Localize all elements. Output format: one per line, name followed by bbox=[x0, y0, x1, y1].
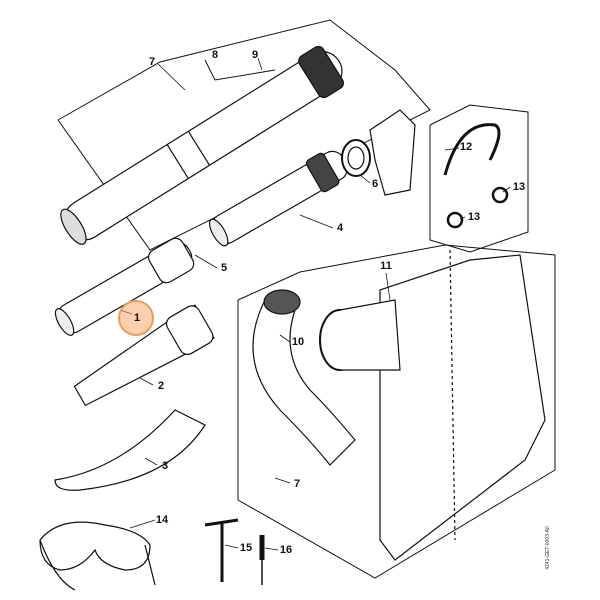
label-5[interactable]: 5 bbox=[220, 262, 228, 274]
label-10[interactable]: 10 bbox=[291, 336, 305, 348]
label-7-top[interactable]: 7 bbox=[148, 56, 156, 68]
frame-group-12-13 bbox=[429, 104, 529, 253]
curved-nozzle-3 bbox=[54, 409, 206, 491]
label-14[interactable]: 14 bbox=[155, 514, 169, 526]
label-7-right[interactable]: 7 bbox=[293, 478, 301, 490]
clamp-ring-6 bbox=[341, 139, 371, 177]
highlight-marker-part-1 bbox=[118, 300, 154, 336]
shoulder-strap-12 bbox=[443, 123, 501, 176]
blower-tube-4 bbox=[208, 150, 348, 247]
label-9[interactable]: 9 bbox=[251, 49, 259, 61]
round-nozzle-1 bbox=[54, 237, 195, 336]
label-11[interactable]: 11 bbox=[380, 260, 392, 272]
label-2[interactable]: 2 bbox=[157, 380, 165, 392]
combination-wrench-15 bbox=[204, 518, 239, 582]
label-8[interactable]: 8 bbox=[211, 49, 219, 61]
label-13-a[interactable]: 13 bbox=[512, 181, 526, 193]
ring-13a bbox=[491, 186, 509, 204]
frame-group-7-right bbox=[237, 244, 556, 579]
safety-glasses-14 bbox=[39, 521, 151, 571]
drawing-code: 4241-GET-0003-A0 bbox=[545, 526, 551, 570]
label-13-b[interactable]: 13 bbox=[467, 211, 481, 223]
label-12[interactable]: 12 bbox=[459, 141, 473, 153]
label-1[interactable]: 1 bbox=[133, 312, 141, 324]
elbow-pipe-10 bbox=[252, 299, 356, 466]
collector-bag-11 bbox=[379, 254, 546, 561]
label-4[interactable]: 4 bbox=[336, 222, 344, 234]
label-15[interactable]: 15 bbox=[239, 542, 253, 554]
label-16[interactable]: 16 bbox=[279, 544, 293, 556]
blower-tube-long bbox=[60, 45, 344, 245]
ring-13b bbox=[446, 211, 464, 229]
frame-group-7-top bbox=[57, 19, 431, 251]
label-3[interactable]: 3 bbox=[161, 460, 169, 472]
flat-nozzle-2 bbox=[73, 304, 215, 407]
label-6[interactable]: 6 bbox=[371, 178, 379, 190]
